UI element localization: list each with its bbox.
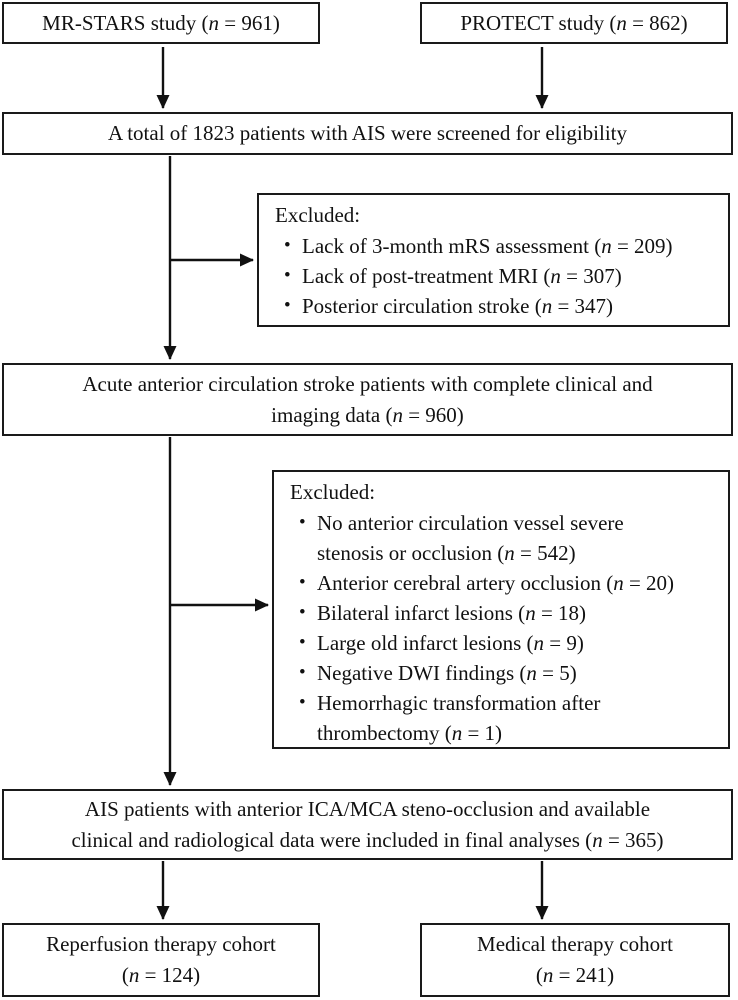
bullet-icon: •	[299, 602, 306, 623]
list-item: • Lack of post-treatment MRI (n = 307)	[275, 261, 720, 291]
box-excluded-after-screening: Excluded: • Lack of 3-month mRS assessme…	[257, 193, 730, 327]
list-item: • Large old infarct lesions (n = 9)	[290, 628, 720, 658]
bullet-icon: •	[299, 692, 306, 713]
list-item: • Lack of 3-month mRS assessment (n = 20…	[275, 231, 720, 261]
final-analysis-label: AIS patients with anterior ICA/MCA steno…	[71, 796, 664, 852]
reperfusion-cohort-label: Reperfusion therapy cohort(n = 124)	[46, 932, 276, 987]
excluded-2-heading: Excluded:	[290, 480, 376, 504]
list-item: • Posterior circulation stroke (n = 347)	[275, 291, 720, 321]
box-mr-stars-study: MR-STARS study (n = 961)	[2, 2, 320, 44]
box-reperfusion-cohort: Reperfusion therapy cohort(n = 124)	[2, 923, 320, 997]
box-excluded-after-eligibility: Excluded: • No anterior circulation vess…	[272, 470, 730, 749]
bullet-icon: •	[284, 295, 291, 316]
excluded-1-item-2: Lack of post-treatment MRI (n = 307)	[302, 264, 622, 288]
excluded-1-list: • Lack of 3-month mRS assessment (n = 20…	[275, 231, 720, 321]
excluded-2-item-4: Large old infarct lesions (n = 9)	[317, 631, 584, 655]
excluded-1-item-3: Posterior circulation stroke (n = 347)	[302, 294, 614, 318]
bullet-icon: •	[299, 662, 306, 683]
mr-stars-study-label: MR-STARS study (n = 961)	[42, 10, 280, 35]
medical-cohort-label: Medical therapy cohort(n = 241)	[477, 932, 673, 987]
box-protect-study: PROTECT study (n = 862)	[420, 2, 728, 44]
eligible-label: Acute anterior circulation stroke patien…	[82, 371, 653, 427]
box-medical-cohort: Medical therapy cohort(n = 241)	[420, 923, 730, 997]
list-item: • Anterior cerebral artery occlusion (n …	[290, 568, 720, 598]
box-eligible: Acute anterior circulation stroke patien…	[2, 363, 733, 436]
bullet-icon: •	[299, 572, 306, 593]
excluded-1-item-1: Lack of 3-month mRS assessment (n = 209)	[302, 234, 673, 258]
bullet-icon: •	[284, 265, 291, 286]
excluded-2-item-2: Anterior cerebral artery occlusion (n = …	[317, 571, 675, 595]
box-final-analysis: AIS patients with anterior ICA/MCA steno…	[2, 789, 733, 860]
list-item: • Bilateral infarct lesions (n = 18)	[290, 598, 720, 628]
screened-label: A total of 1823 patients with AIS were s…	[107, 121, 628, 145]
protect-study-label: PROTECT study (n = 862)	[460, 10, 688, 35]
excluded-1-heading: Excluded:	[275, 203, 361, 227]
box-screened: A total of 1823 patients with AIS were s…	[2, 112, 733, 155]
bullet-icon: •	[299, 512, 306, 533]
bullet-icon: •	[284, 235, 291, 256]
bullet-icon: •	[299, 632, 306, 653]
excluded-2-item-5: Negative DWI findings (n = 5)	[317, 661, 577, 685]
list-item: • Negative DWI findings (n = 5)	[290, 658, 720, 688]
excluded-2-item-3: Bilateral infarct lesions (n = 18)	[317, 601, 587, 625]
